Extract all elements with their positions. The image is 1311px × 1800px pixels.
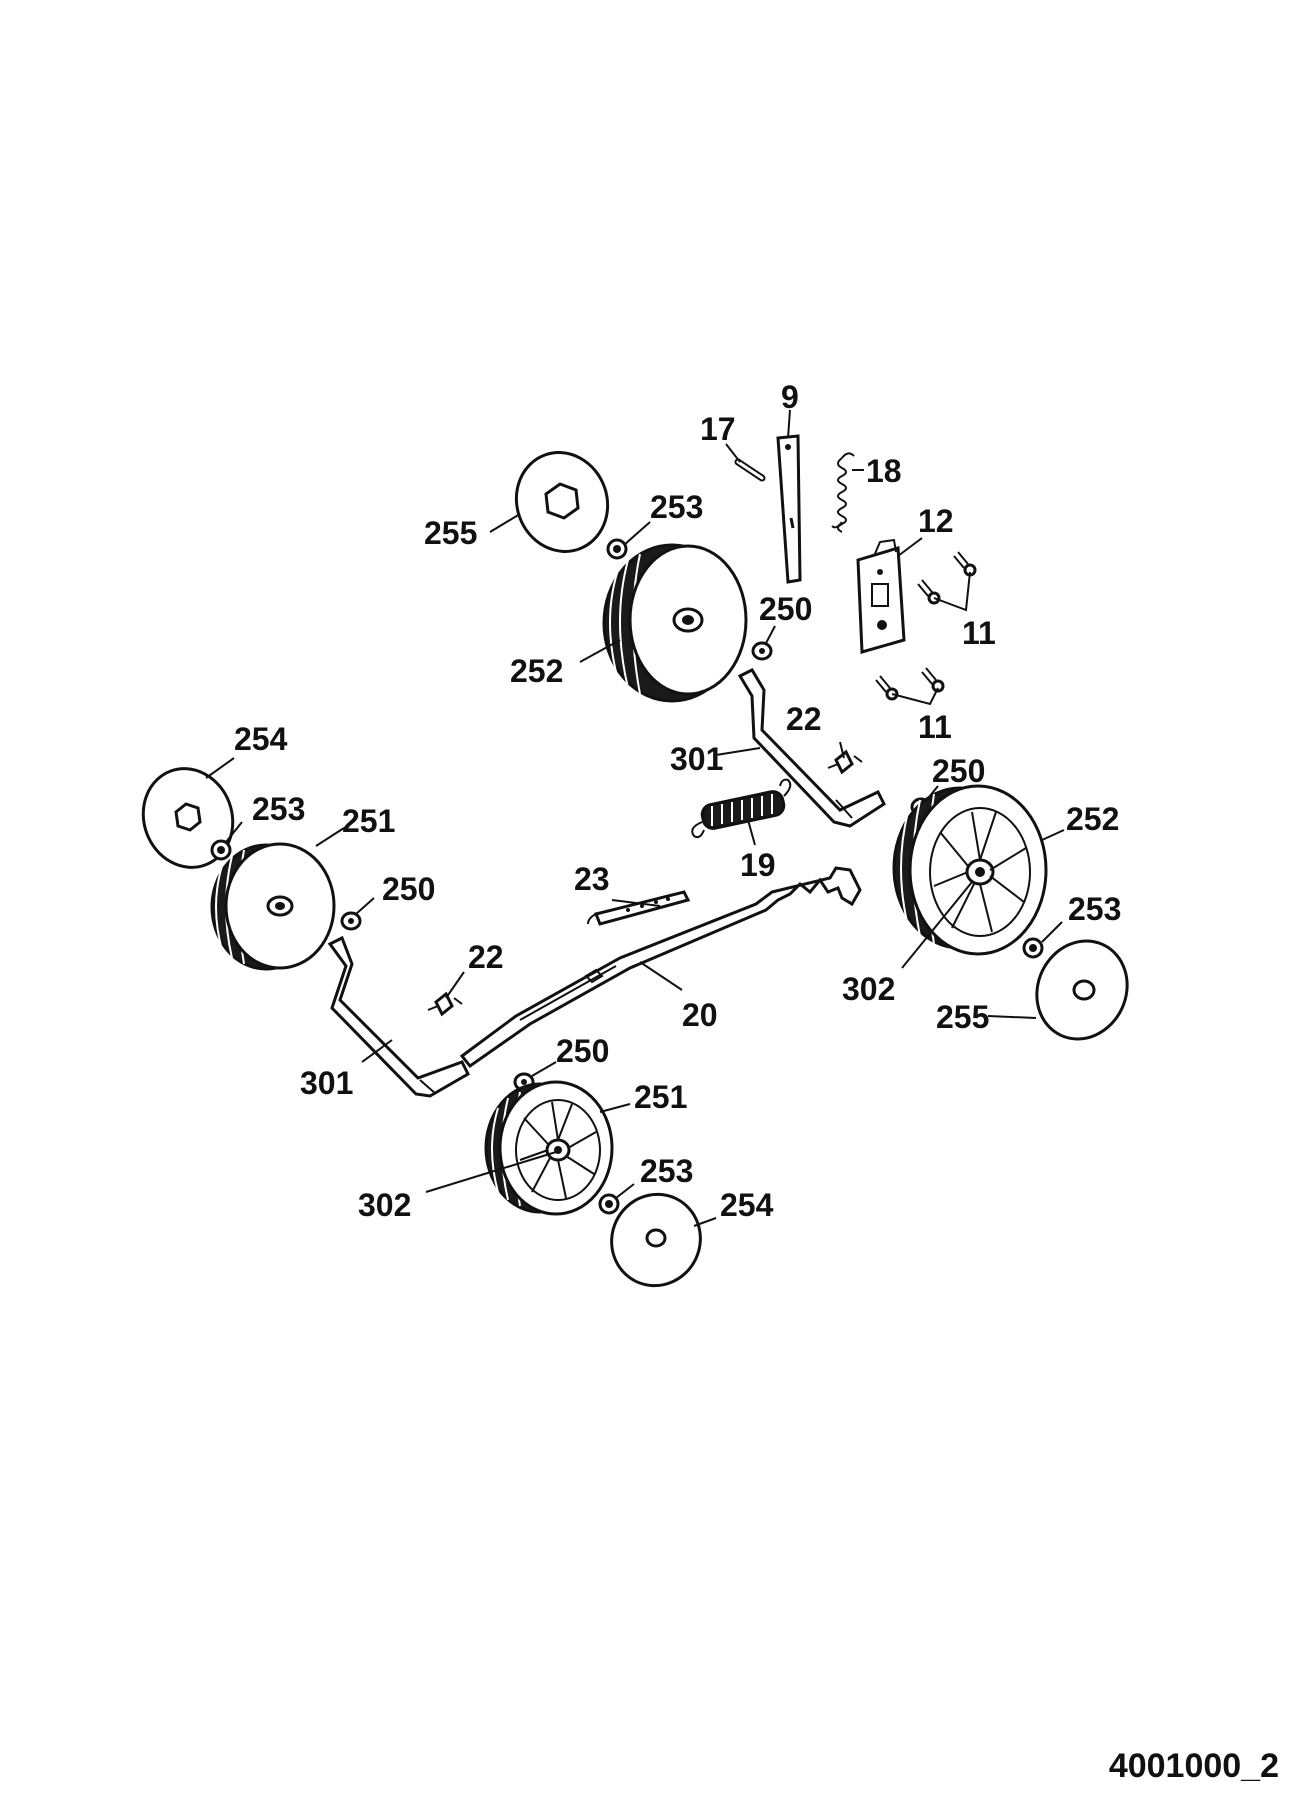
- leader-lines: [205, 409, 1065, 1227]
- callout-20: 20: [682, 997, 718, 1033]
- callout-250: 250: [759, 591, 812, 627]
- callout-251: 251: [342, 803, 395, 839]
- callout-253: 253: [650, 489, 703, 525]
- part-250-washer-top: [751, 641, 773, 661]
- callout-301: 301: [670, 741, 723, 777]
- callout-250: 250: [382, 871, 435, 907]
- part-12-bracket: [856, 538, 906, 654]
- callout-302: 302: [842, 971, 895, 1007]
- callout-254: 254: [720, 1187, 774, 1223]
- part-252-wheel-right: [892, 784, 1048, 956]
- part-253-nut-left: [210, 839, 232, 861]
- part-301-axle-right: [737, 668, 886, 828]
- callout-numbers: 9 17 18 12 11 11 255 253 250 252 22 301 …: [234, 379, 1121, 1223]
- callout-11: 11: [918, 709, 952, 745]
- part-254-hubcap-bottom: [610, 1192, 702, 1288]
- part-253-nut-right: [1022, 937, 1044, 959]
- part-301-axle-left: [327, 935, 470, 1098]
- part-250-washer-bottom: [513, 1072, 535, 1092]
- part-251-wheel-left: [210, 842, 336, 971]
- callout-17: 17: [700, 411, 736, 447]
- part-22-clip-left: [427, 991, 463, 1017]
- part-252-wheel-top: [602, 543, 748, 703]
- callout-250: 250: [556, 1033, 609, 1069]
- callout-22: 22: [468, 939, 504, 975]
- callout-255: 255: [424, 515, 477, 551]
- part-253-nut-top: [606, 538, 628, 560]
- callout-12: 12: [918, 503, 954, 539]
- callout-23: 23: [574, 861, 610, 897]
- part-19-spring: [691, 778, 792, 839]
- callout-9: 9: [781, 379, 799, 415]
- part-251-wheel-bottom: [484, 1080, 614, 1216]
- part-18-spring: [831, 452, 855, 533]
- part-11-screws: [875, 551, 977, 701]
- drawing-number: 4001000_2: [1108, 1747, 1279, 1785]
- callout-252: 252: [1066, 801, 1119, 837]
- callout-253: 253: [640, 1153, 693, 1189]
- callout-253: 253: [1068, 891, 1121, 927]
- part-23-plate: [587, 890, 691, 926]
- part-255-hubcap-right: [1035, 939, 1129, 1041]
- callout-254: 254: [234, 721, 288, 757]
- callout-302: 302: [358, 1187, 411, 1223]
- part-250-washer-left: [340, 911, 362, 931]
- part-22-clip-right: [827, 749, 863, 775]
- callout-251: 251: [634, 1079, 687, 1115]
- callout-250: 250: [932, 753, 985, 789]
- callout-301: 301: [300, 1065, 353, 1101]
- callout-255: 255: [936, 999, 989, 1035]
- part-17-pin: [734, 458, 766, 482]
- part-254-hubcap-left: [141, 767, 235, 869]
- part-253-nut-bottom: [598, 1193, 620, 1215]
- part-9-strap: [776, 434, 802, 584]
- callout-19: 19: [740, 847, 776, 883]
- part-20-lever: [459, 866, 862, 1069]
- callout-18: 18: [866, 453, 902, 489]
- part-255-hubcap-top: [514, 451, 610, 553]
- callout-11: 11: [962, 615, 996, 651]
- callout-22: 22: [786, 701, 822, 737]
- callout-252: 252: [510, 653, 563, 689]
- callout-253: 253: [252, 791, 305, 827]
